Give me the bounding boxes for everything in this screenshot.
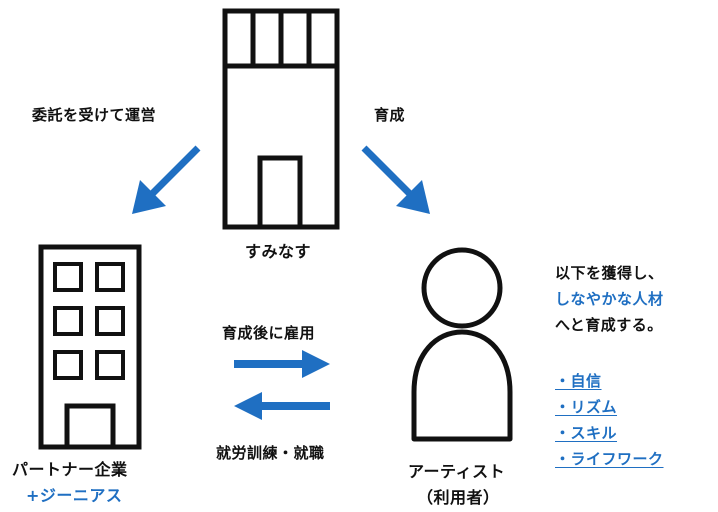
partner-node-sublabel: +ジーニアス [26, 486, 123, 505]
tall-building-icon [222, 8, 340, 230]
diagonal-arrow-icon [132, 145, 201, 214]
description-line-1: 以下を獲得し、 [555, 264, 664, 282]
edge-label-center-to-artist: 育成 [374, 106, 406, 124]
description-line-3: へと育成する。 [555, 316, 663, 334]
acquired-item-lifework: ・ライフワーク [555, 450, 664, 468]
partner-node-label: パートナー企業 [12, 460, 128, 479]
center-node-label: すみなす [245, 242, 312, 261]
diagonal-arrow-icon [361, 145, 430, 214]
description-line-2: しなやかな人材 [555, 290, 664, 308]
office-building-icon [38, 244, 142, 450]
person-icon [411, 247, 513, 442]
edge-label-center-to-partner: 委託を受けて運営 [32, 106, 157, 124]
artist-node-sublabel: （利用者） [417, 488, 500, 507]
left-arrow-icon [234, 392, 330, 420]
edge-label-job-training: 就労訓練・就職 [216, 444, 325, 462]
acquired-item-confidence: ・自信 [555, 372, 602, 390]
right-arrow-icon [234, 350, 330, 378]
edge-label-hire-after-training: 育成後に雇用 [222, 324, 316, 342]
artist-node-label: アーティスト [408, 462, 506, 481]
acquired-item-skill: ・スキル [555, 424, 618, 442]
acquired-item-rhythm: ・リズム [555, 398, 618, 416]
